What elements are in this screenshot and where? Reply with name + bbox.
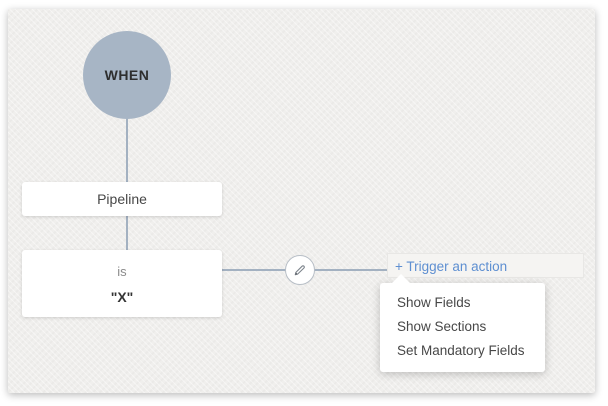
dropdown-caret-icon <box>392 274 410 283</box>
trigger-action-link[interactable]: + Trigger an action <box>387 253 584 278</box>
action-dropdown-menu: Show Fields Show Sections Set Mandatory … <box>380 274 545 372</box>
menu-item-show-sections[interactable]: Show Sections <box>397 319 487 334</box>
when-node-label: WHEN <box>104 67 150 83</box>
condition-value: "X" <box>110 289 134 305</box>
menu-item-set-mandatory-fields[interactable]: Set Mandatory Fields <box>397 343 525 358</box>
edit-condition-button[interactable] <box>285 255 315 285</box>
field-node-pipeline[interactable]: Pipeline <box>22 182 222 216</box>
field-node-label: Pipeline <box>97 191 147 207</box>
when-node[interactable]: WHEN <box>83 31 171 119</box>
workflow-canvas: WHEN Pipeline is "X" + Trigger an action <box>8 9 595 393</box>
condition-operator: is <box>117 264 127 279</box>
pencil-icon <box>292 262 308 278</box>
condition-node[interactable]: is "X" <box>22 250 222 317</box>
trigger-action-label: + Trigger an action <box>395 259 508 274</box>
vertical-connector-line <box>126 75 128 250</box>
menu-item-show-fields[interactable]: Show Fields <box>397 295 471 310</box>
